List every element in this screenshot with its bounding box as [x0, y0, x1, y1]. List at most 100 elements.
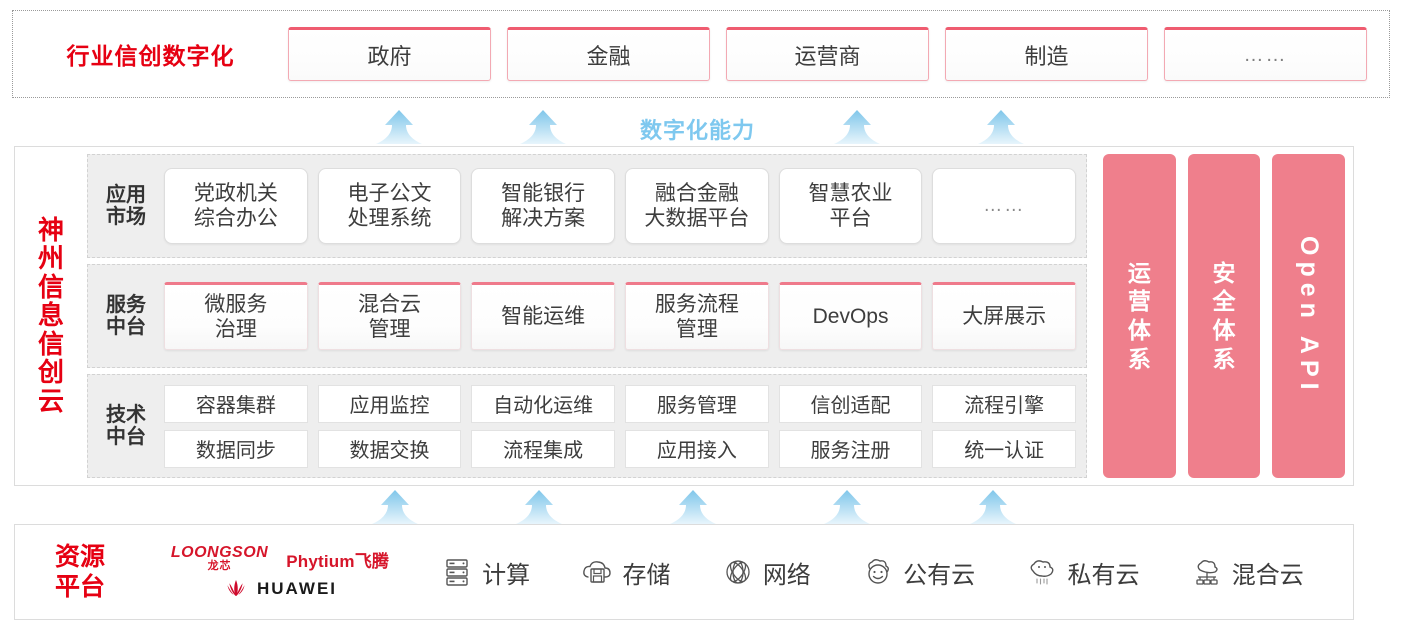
tech-card-container-cluster[interactable]: 容器集群: [164, 384, 308, 423]
industry-card-government[interactable]: 政府: [288, 27, 491, 81]
service-card-microservice-governance[interactable]: 微服务 治理: [164, 282, 308, 350]
service-card-devops[interactable]: DevOps: [778, 282, 923, 350]
cloud-title-char: 信: [37, 328, 64, 359]
resource-item-compute[interactable]: 计算: [440, 555, 530, 590]
app-card-edoc-system[interactable]: 电子公文 处理系统: [317, 168, 462, 244]
card-line: 管理: [675, 318, 718, 341]
application-card-list: 党政机关 综合办公 电子公文 处理系统 智能银行 解决方案: [164, 168, 1077, 244]
up-arrow-icon: [824, 490, 870, 524]
tech-card-app-monitoring[interactable]: 应用监控: [317, 384, 462, 423]
technology-card-row: 容器集群 应用监控 自动化运维 服务管理 信创适配 流程引擎: [164, 384, 1077, 423]
loongson-logo: LOONGSON 龙芯: [171, 545, 268, 572]
service-card-hybrid-cloud-management[interactable]: 混合云 管理: [317, 282, 462, 350]
cloud-title-char: 云: [37, 385, 64, 416]
service-card-dashboard[interactable]: 大屏展示: [932, 282, 1077, 350]
up-arrow-icon: [670, 490, 716, 524]
up-arrow-icon: [520, 110, 566, 144]
card-line: 融合金融: [654, 181, 739, 205]
app-card-smart-bank[interactable]: 智能银行 解决方案: [471, 168, 616, 244]
technology-card-row: 数据同步 数据交换 流程集成 应用接入 服务注册 统一认证: [164, 429, 1077, 468]
card-line: 智慧农业: [808, 181, 893, 205]
industry-card-list: 政府 金融 运营商 制造 ……: [288, 27, 1389, 81]
layer-label-technology-platform: 技术 中台: [98, 404, 154, 449]
card-line: 综合办公: [193, 207, 278, 230]
industry-card-operator[interactable]: 运营商: [726, 27, 929, 81]
resource-title-line: 平台: [54, 573, 105, 601]
layer-label-line: 应用: [106, 183, 146, 206]
layer-label-application-market: 应用 市场: [98, 184, 154, 229]
cloud-title-char: 神: [37, 214, 64, 245]
app-card-government-office[interactable]: 党政机关 综合办公: [164, 168, 308, 244]
card-line: 平台: [829, 207, 872, 230]
resource-platform-title: 资源 平台: [15, 542, 145, 602]
resource-item-label: 存储: [622, 561, 671, 589]
card-line: 管理: [368, 318, 411, 341]
cloud-title-char: 信: [37, 271, 64, 302]
up-arrow-icon: [372, 490, 418, 524]
card-line: 处理系统: [347, 207, 432, 230]
pillar-char: 全: [1212, 288, 1236, 315]
layer-label-line: 服务: [106, 293, 146, 316]
tech-card-xinchuang-adaptation[interactable]: 信创适配: [778, 384, 923, 423]
layer-service-platform: 服务 中台 微服务 治理 混合云 管理: [87, 264, 1087, 368]
cloud-title-char: 州: [37, 243, 64, 274]
resource-item-storage[interactable]: 存储: [580, 555, 670, 590]
public-cloud-icon: [868, 559, 890, 584]
tech-card-app-access[interactable]: 应用接入: [625, 429, 769, 468]
service-card-process-management[interactable]: 服务流程 管理: [625, 282, 769, 350]
layer-label-line: 市场: [106, 206, 146, 228]
tech-card-service-management[interactable]: 服务管理: [625, 384, 769, 423]
service-card-intelligent-ops[interactable]: 智能运维: [471, 282, 616, 350]
cloud-pillars: 运 营 体 系 安 全 体 系 Open API: [1095, 147, 1353, 485]
up-arrow-icon: [376, 110, 422, 144]
cloud-platform-title: 神 州 信 息 信 创 云: [15, 147, 87, 485]
capability-label: 数字化能力: [640, 118, 756, 143]
industry-card-finance[interactable]: 金融: [507, 27, 710, 81]
resource-item-label: 公有云: [903, 561, 976, 589]
pillar-security-system[interactable]: 安 全 体 系: [1187, 154, 1261, 478]
private-cloud-icon: [1031, 560, 1054, 585]
app-card-smart-agriculture[interactable]: 智慧农业 平台: [778, 168, 923, 244]
resource-item-label: 混合云: [1231, 561, 1304, 589]
app-card-finance-bigdata[interactable]: 融合金融 大数据平台: [625, 168, 769, 244]
hybrid-cloud-icon: [1196, 560, 1218, 585]
card-line: 混合云: [358, 292, 421, 316]
tech-card-unified-auth[interactable]: 统一认证: [932, 429, 1077, 468]
up-arrow-icon: [516, 490, 562, 524]
cloud-title-char: 息: [37, 300, 64, 331]
tech-card-data-sync[interactable]: 数据同步: [164, 429, 308, 468]
resource-item-network[interactable]: 网络: [721, 555, 811, 590]
vendor-logo-row: HUAWEI: [223, 579, 337, 599]
card-line: 智能银行: [501, 181, 586, 205]
pillar-label: Open API: [1295, 236, 1324, 396]
resource-item-private-cloud[interactable]: 私有云: [1025, 555, 1139, 590]
pillar-operations-system[interactable]: 运 营 体 系: [1103, 154, 1176, 478]
resource-item-public-cloud[interactable]: 公有云: [861, 555, 975, 590]
card-line: 治理: [214, 318, 257, 341]
loongson-logo-cn: 龙芯: [207, 560, 232, 572]
technology-card-grid: 容器集群 应用监控 自动化运维 服务管理 信创适配 流程引擎 数据同步 数据交换…: [164, 384, 1077, 468]
pillar-open-api[interactable]: Open API: [1272, 154, 1346, 478]
vendor-logo-row: LOONGSON 龙芯 Phytium飞腾: [171, 545, 389, 572]
tech-card-process-engine[interactable]: 流程引擎: [932, 384, 1077, 423]
card-line: 党政机关: [193, 181, 278, 205]
layer-label-line: 技术: [106, 403, 146, 426]
pillar-char: 体: [1127, 317, 1151, 343]
cloud-layers: 应用 市场 党政机关 综合办公 电子公文 处理系统: [87, 147, 1095, 485]
tech-card-service-registry[interactable]: 服务注册: [778, 429, 923, 468]
resource-arrow-strip-bottom: [0, 488, 1402, 524]
industry-band-title: 行业信创数字化: [66, 43, 235, 69]
app-card-more[interactable]: ……: [932, 168, 1077, 244]
resource-item-hybrid-cloud[interactable]: 混合云: [1190, 555, 1304, 590]
tech-card-process-integration[interactable]: 流程集成: [471, 429, 616, 468]
industry-card-more[interactable]: ……: [1164, 27, 1367, 81]
server-icon: [446, 559, 468, 586]
tech-card-automated-ops[interactable]: 自动化运维: [471, 384, 616, 423]
pillar-char: 运: [1127, 259, 1151, 286]
tech-card-data-exchange[interactable]: 数据交换: [317, 429, 462, 468]
industry-card-manufacturing[interactable]: 制造: [945, 27, 1148, 81]
cloud-storage-icon: [583, 561, 612, 583]
card-line: 电子公文: [347, 181, 432, 205]
pillar-char: 体: [1212, 317, 1236, 343]
